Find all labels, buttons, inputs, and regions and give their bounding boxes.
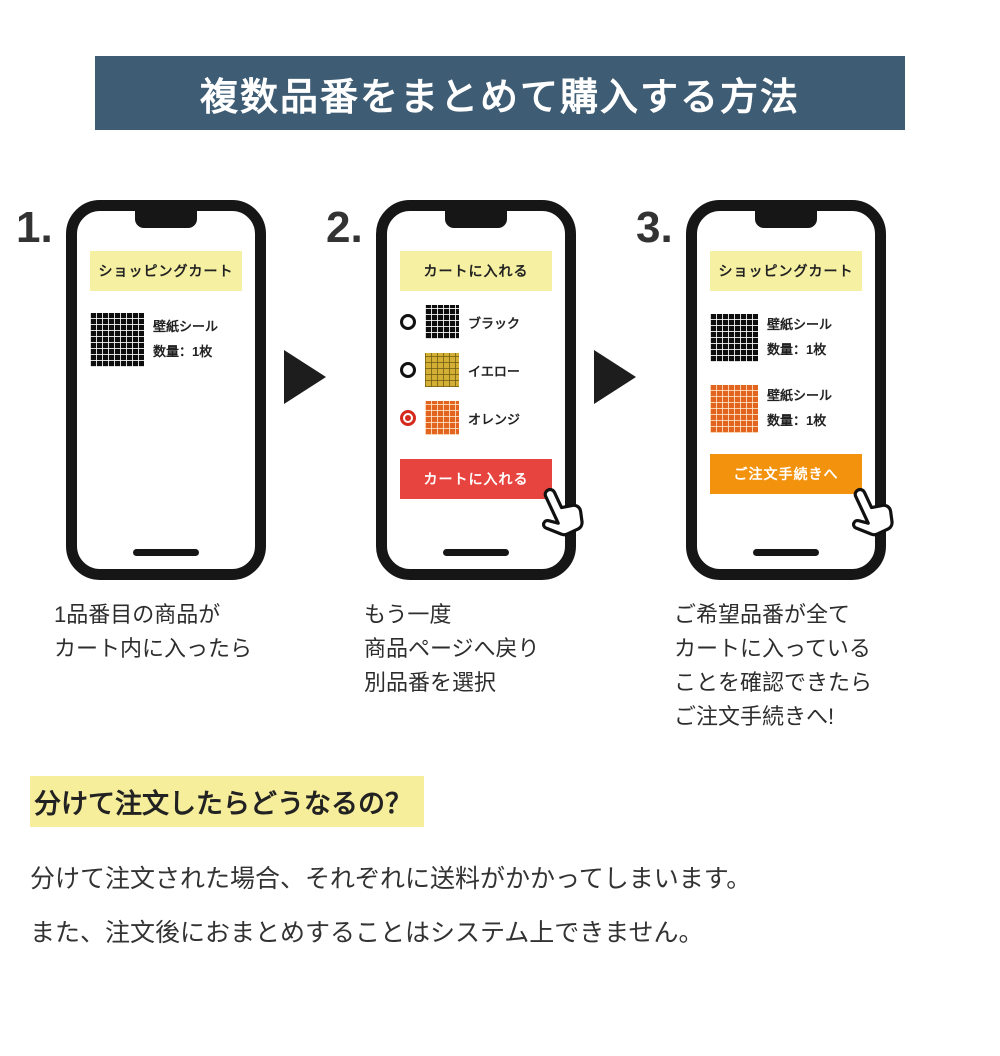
cart-item: 壁紙シール 数量：1枚 (710, 384, 862, 434)
radio-orange-selected[interactable] (400, 410, 416, 426)
hand-cursor-icon (529, 482, 593, 551)
hand-cursor-icon (839, 482, 903, 551)
footer-body-line-1: 分けて注文された場合、それぞれに送料がかかってしまいます。 (30, 865, 752, 894)
step-2: 2. カートに入れる ブラック イエロー (326, 200, 594, 700)
option-label: オレンジ (468, 411, 521, 427)
option-label: ブラック (468, 315, 521, 331)
phone-mockup-1: ショッピングカート 壁紙シール 数量：1枚 (66, 200, 266, 580)
step-3: 3. ショッピングカート 壁紙シール 数量：1枚 (636, 200, 904, 734)
phone-home-indicator (753, 549, 819, 556)
swatch-yellow-icon (425, 353, 459, 387)
phone-notch (445, 210, 507, 228)
footer-heading-highlighted: 分けて注文したらどうなるの？ (30, 776, 424, 828)
add-to-cart-button[interactable]: カートに入れる (400, 459, 552, 499)
color-option-orange: オレンジ (400, 401, 552, 435)
step-caption-1: 1品番目の商品が カート内に入ったら (54, 602, 253, 662)
phone-notch (755, 210, 817, 228)
step-number-3: 3. (636, 203, 673, 252)
phone-mockup-3: ショッピングカート 壁紙シール 数量：1枚 壁紙シール 数量：1枚 (686, 200, 894, 580)
phone-home-indicator (133, 549, 199, 556)
arrow-right-icon (284, 350, 326, 404)
phone-notch (135, 210, 197, 228)
product-name: 壁紙シール (767, 388, 833, 404)
step-number-1: 1. (16, 203, 53, 252)
radio-black[interactable] (400, 314, 416, 330)
footer-note: 分けて注文したらどうなるの？ 分けて注文された場合、それぞれに送料がかかってしま… (30, 776, 1000, 953)
product-quantity: 数量：1枚 (153, 344, 213, 359)
step-caption-2: もう一度 商品ページへ戻り 別品番を選択 (364, 602, 540, 696)
step-number-2: 2. (326, 203, 363, 252)
arrow-right-icon (594, 350, 636, 404)
color-option-yellow: イエロー (400, 353, 552, 387)
phone-home-indicator (443, 549, 509, 556)
product-swatch-orange (710, 385, 758, 434)
cart-title-banner: ショッピングカート (90, 251, 242, 291)
product-name: 壁紙シール (153, 319, 219, 335)
product-name: 壁紙シール (767, 317, 833, 332)
page-title: 複数品番をまとめて購入する方法 (199, 76, 800, 119)
color-option-black: ブラック (400, 305, 552, 339)
phone-mockup-2: カートに入れる ブラック イエロー オレンジ (376, 200, 584, 580)
cart-item: 壁紙シール 数量：1枚 (90, 313, 242, 367)
header-banner: 複数品番をまとめて購入する方法 (95, 56, 905, 130)
product-swatch-black (90, 313, 144, 367)
product-quantity: 数量：1枚 (767, 341, 827, 357)
cart-item: 壁紙シール 数量：1枚 (710, 313, 862, 362)
add-to-cart-banner: カートに入れる (400, 251, 552, 291)
footer-body-line-2: また、注文後におまとめすることはシステム上できません。 (30, 919, 704, 948)
proceed-to-checkout-button[interactable]: ご注文手続きへ (710, 453, 862, 494)
step-1: 1. ショッピングカート 壁紙シール 数量：1枚 1品番目の商品が カート内に入… (16, 200, 284, 666)
steps-row: 1. ショッピングカート 壁紙シール 数量：1枚 1品番目の商品が カート内に入… (0, 200, 1000, 734)
swatch-orange-icon (425, 401, 459, 435)
cart-title-banner: ショッピングカート (710, 251, 862, 291)
step-caption-3: ご希望品番が全て カートに入っている ことを確認できたら ご注文手続きへ! (674, 602, 873, 730)
swatch-black-icon (425, 305, 459, 339)
radio-yellow[interactable] (400, 362, 416, 378)
option-label: イエロー (468, 363, 520, 379)
product-quantity: 数量：1枚 (767, 413, 827, 429)
product-swatch-black (710, 313, 758, 362)
